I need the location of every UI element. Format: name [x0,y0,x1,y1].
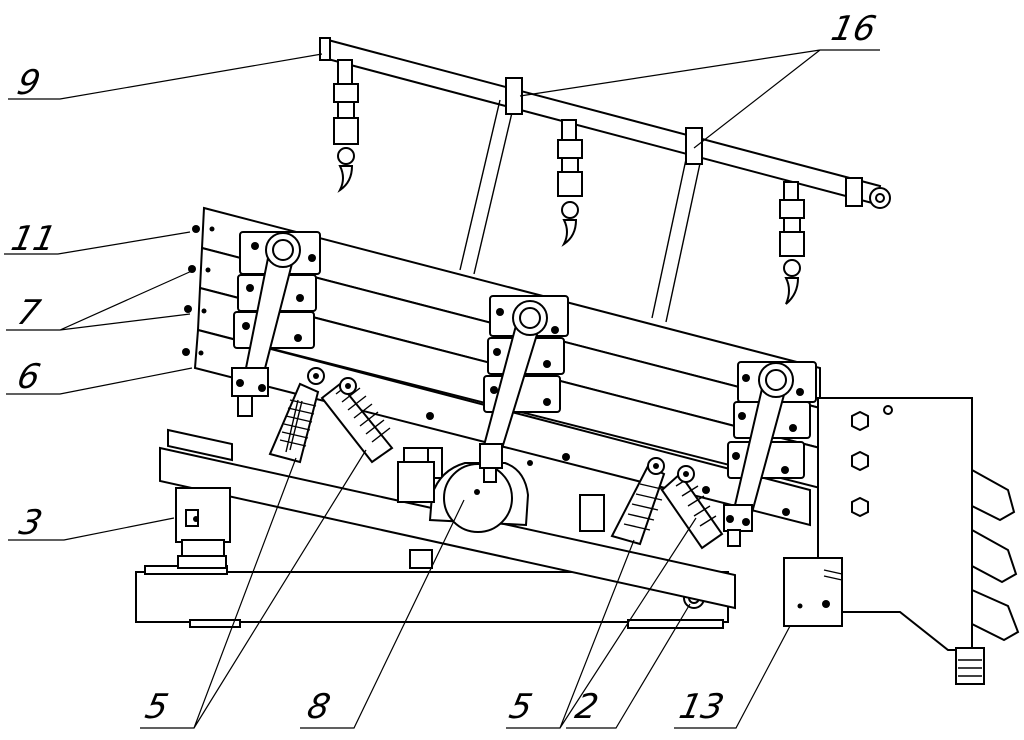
linkage-left [231,231,321,417]
callout-13: 13 [675,687,728,727]
springs-left [268,367,394,464]
spray-bar [319,37,891,323]
leader-lines [4,49,880,729]
linkage-center [426,295,570,483]
outlet-box [783,397,1020,685]
springs-right [610,457,724,550]
spray-nozzles [333,59,805,305]
linkage-right [702,361,817,547]
callout-16: 16 [827,9,880,49]
callout-11: 11 [7,219,60,259]
support-cylinder [175,487,231,569]
